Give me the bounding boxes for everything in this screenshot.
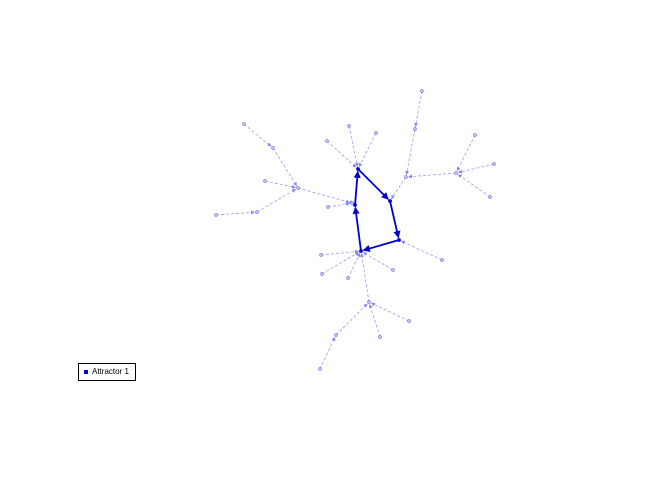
basin-edge xyxy=(319,336,336,370)
attractor-edge xyxy=(353,170,361,206)
basin-edge xyxy=(320,249,359,256)
basin-edge xyxy=(297,187,350,204)
state-node xyxy=(263,179,267,183)
state-node xyxy=(296,186,300,190)
state-node xyxy=(334,333,338,337)
basin-edge xyxy=(414,90,423,127)
basin-edge xyxy=(400,240,443,261)
state-node xyxy=(319,253,323,257)
state-node xyxy=(454,171,458,175)
basin-edge xyxy=(215,210,255,216)
state-node xyxy=(404,175,408,179)
state-node xyxy=(420,89,424,93)
basin-edge xyxy=(362,251,394,271)
state-node xyxy=(326,205,330,209)
basin-edge xyxy=(458,163,495,174)
attractor-node xyxy=(356,167,360,171)
basin-edge xyxy=(326,140,357,168)
state-node xyxy=(407,319,411,323)
basin-edge xyxy=(335,303,368,336)
basin-edge xyxy=(405,128,416,175)
state-node xyxy=(255,210,259,214)
legend: Attractor 1 xyxy=(78,363,136,381)
basin-edge xyxy=(348,125,359,167)
state-node xyxy=(325,139,329,143)
legend-swatch-attractor-1 xyxy=(84,370,88,374)
attractor-node xyxy=(353,203,357,207)
state-node xyxy=(271,146,275,150)
graph-nodes xyxy=(214,89,496,371)
basin-edge xyxy=(457,174,491,198)
state-node xyxy=(492,162,496,166)
state-node xyxy=(320,272,324,276)
state-node xyxy=(214,213,218,217)
state-node xyxy=(242,122,246,126)
state-node xyxy=(391,268,395,272)
basin-edge xyxy=(391,176,407,200)
state-node xyxy=(488,195,492,199)
attractor-edge xyxy=(389,200,401,239)
state-node xyxy=(350,201,354,205)
attractor-edges xyxy=(352,168,401,252)
basin-edge xyxy=(243,123,272,147)
basin-edges xyxy=(215,90,495,370)
state-node xyxy=(413,127,417,131)
state-node xyxy=(367,300,371,304)
basin-edge xyxy=(264,180,296,189)
attractor-edge xyxy=(352,206,362,252)
state-node xyxy=(440,258,444,262)
attractor-edge xyxy=(357,168,389,200)
basin-edge xyxy=(358,132,377,168)
basin-edge xyxy=(370,302,410,322)
basin-edge xyxy=(347,252,361,279)
attractor-node xyxy=(359,249,363,253)
state-node xyxy=(374,131,378,135)
attractor-edge xyxy=(362,239,400,252)
attractor-node xyxy=(388,199,392,203)
state-node xyxy=(347,124,351,128)
basin-edge xyxy=(272,147,298,187)
state-node xyxy=(318,367,322,371)
basin-edge xyxy=(327,202,350,208)
state-node xyxy=(346,276,350,280)
legend-label-attractor-1: Attractor 1 xyxy=(92,367,129,376)
basin-edge xyxy=(321,251,360,275)
attractor-node xyxy=(397,238,401,242)
basin-edge xyxy=(368,304,381,338)
basin-edge xyxy=(359,253,370,303)
state-node xyxy=(378,335,382,339)
basin-edge xyxy=(456,134,476,172)
basin-edge xyxy=(256,188,297,213)
state-node xyxy=(473,133,477,137)
basin-edge xyxy=(408,172,457,179)
